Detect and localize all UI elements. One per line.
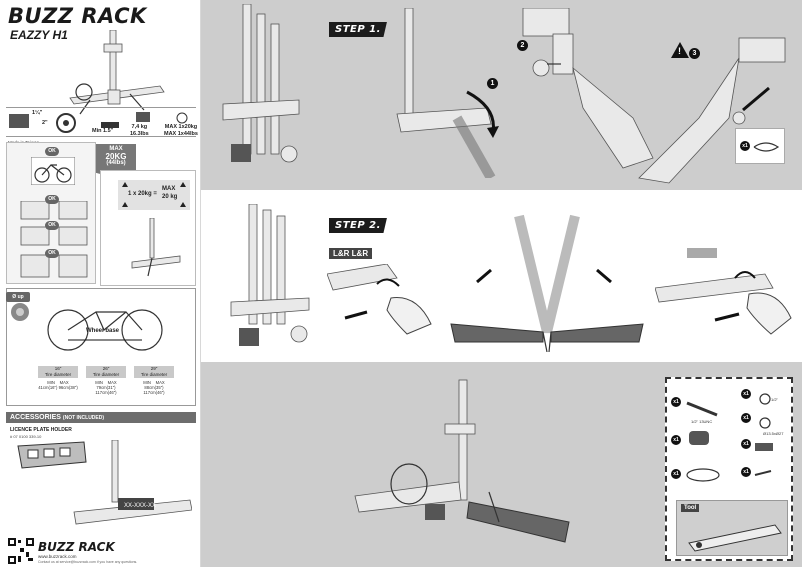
step1-lock-illustration [638, 37, 786, 184]
bike-wheelbase-illustration [47, 309, 163, 351]
weight-rule-box: 1 x 20kg = MAX 20 kg [118, 180, 190, 210]
part-qty-bolt: x1 [671, 397, 681, 407]
tire-size-26: 26"Tire diameter [86, 366, 126, 378]
model-name: EAZZY H1 [10, 28, 68, 42]
warning-icon [180, 182, 186, 187]
spec-capacity: MAX 1x20kg MAX 1x44lbs [164, 124, 198, 137]
rack-folded-illustration [222, 4, 300, 163]
spec-clearance: Min 1.5" [92, 128, 114, 134]
accessory-item-code: # 07 0100 339-10 [10, 434, 42, 439]
ok-badge-c: OK [45, 249, 59, 258]
accessory-item-name: LICENCE PLATE HOLDER [10, 427, 72, 433]
weight-formula: 1 x 20kg = [128, 191, 157, 197]
wrench-tool-icon [688, 524, 782, 552]
step2-section: STEP 2. L&R L&R [201, 198, 802, 360]
part-qty-flat-washer: x1 [741, 413, 751, 423]
tire-icon [11, 303, 29, 321]
spec-strip: 1¼" 2" Min 1.5" 7,4 kg 16.3lbs MAX 1x20k… [6, 107, 198, 137]
qr-code [8, 538, 34, 564]
tire-size-16: 16"Tire diameter [38, 366, 78, 378]
footer-contact: Contact us at service@buzzrack.com if yo… [38, 560, 138, 564]
weight-max: MAX [162, 186, 176, 192]
warning-icon [180, 202, 186, 207]
licence-plate-holder-illustration: XX-XXX-XX [17, 440, 192, 525]
part-qty-cover: x1 [671, 435, 681, 445]
wheelbase-panel [6, 288, 196, 406]
hitch-icons [9, 112, 188, 133]
warning-triangle-icon: ! [671, 42, 689, 58]
footer-url[interactable]: www.buzzrack.com [38, 554, 77, 559]
step2-arms-spread-illustration [450, 214, 644, 352]
step1-badge-2: 2 [517, 40, 528, 51]
weight-value: 20 kg [162, 194, 178, 200]
rack-mini-illustration [131, 218, 181, 277]
part-note-flat-washer: Ø13.5xØ27 [763, 431, 784, 436]
safety-pin-qty: x1 [740, 141, 750, 151]
tire-range-26: MIN MAX 79cm(31") 117cm(46") [95, 380, 117, 395]
rack-folded-illustration-2 [230, 204, 310, 346]
ok-badge-b: OK [45, 221, 59, 230]
accessories-title: ACCESSORIES (NOT INCLUDED) [6, 412, 196, 423]
tire-size-29: 29"Tire diameter [134, 366, 174, 378]
part-qty-clip: x1 [741, 439, 751, 449]
hardware-parts-illustrations [686, 393, 773, 482]
step1-knob-illustration [522, 8, 654, 169]
step2-lr-label: L&R L&R [329, 248, 373, 259]
step3-section: x1 1/2" 13UNC x1 1/2" x1 x1 Ø13.5xØ27 x1… [201, 362, 802, 567]
footer-brand-logo: BUZZ RACK [38, 540, 115, 554]
tire-range-29: MIN MAX 88cm(35") 117cm(46") [143, 380, 165, 395]
tire-range-16: MIN MAX 41cm(16") 96cm(38") [38, 380, 78, 390]
tool-box: Tool [676, 500, 788, 556]
safety-pin-box: x1 [735, 128, 785, 164]
svg-text:XX-XXX-XX: XX-XXX-XX [124, 503, 156, 509]
spec-hitch-small: 1¼" [32, 110, 43, 116]
rack-mounted-bike-holder-illustration [354, 379, 570, 543]
step2-left-knob-illustration [327, 264, 432, 335]
ok-badge-a: OK [45, 195, 59, 204]
spec-weight: 7,4 kg 16.3lbs [130, 124, 149, 137]
part-qty-keys: x1 [741, 467, 751, 477]
step2-right-knob-illustration [655, 271, 792, 335]
safety-pin-icon [753, 142, 780, 152]
bicycle-icon [31, 157, 75, 185]
ok-badge-top: OK [45, 147, 59, 156]
step1-badge-3: 3 [689, 48, 700, 59]
part-note-washer: 1/2" [771, 397, 778, 402]
warning-icon [122, 202, 128, 207]
step1-arm-unfold-illustration [396, 8, 499, 178]
warning-icon [122, 182, 128, 187]
sidebar: BUZZ RACK EAZZY H1 1¼" 2" Min 1.5" 7,4 k… [0, 0, 201, 567]
wheelbase-label: Wheel base [86, 328, 120, 334]
step1-label: STEP 1. [329, 22, 387, 37]
part-note-bolt: 1/2" 13UNC [691, 419, 713, 424]
part-qty-strap: x1 [671, 469, 681, 479]
bike-compatibility-panel: OK OK OK OK [6, 142, 96, 284]
frame-adapter-illustrations [20, 201, 88, 278]
tool-label: Tool [681, 504, 700, 512]
step1-badge-1: 1 [487, 78, 498, 89]
spec-hitch-large: 2" [42, 120, 48, 126]
brand-logo: BUZZ RACK [8, 4, 147, 28]
step1-section: STEP 1. 1 2 ! 3 x1 [201, 0, 802, 190]
step2-right-label-placeholder [687, 248, 717, 258]
part-qty-washer: x1 [741, 389, 751, 399]
product-hero-illustration [69, 30, 165, 115]
step2-label: STEP 2. [329, 218, 387, 233]
